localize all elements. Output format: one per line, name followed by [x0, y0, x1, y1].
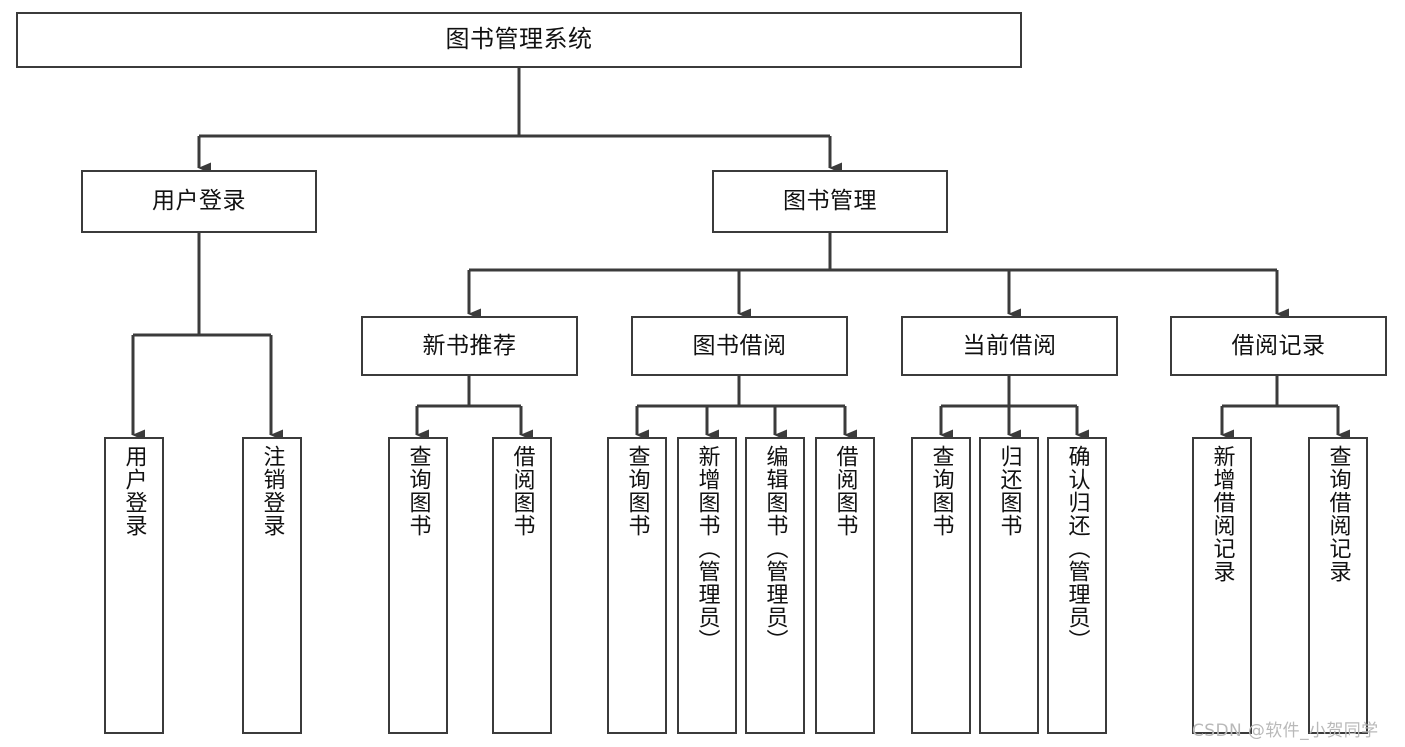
node-label: 新书推荐	[422, 332, 517, 359]
leaf-add-book[interactable]: 新增图书（管理员）	[677, 437, 737, 734]
leaf-return-book[interactable]: 归还图书	[979, 437, 1039, 734]
node-label: 新增借阅记录	[1209, 445, 1235, 583]
leaf-confirm-return[interactable]: 确认归还（管理员）	[1047, 437, 1107, 734]
node-book-borrow[interactable]: 图书借阅	[631, 316, 848, 376]
leaf-logout-login[interactable]: 注销登录	[242, 437, 302, 734]
node-borrow-record[interactable]: 借阅记录	[1170, 316, 1387, 376]
leaf-add-borrow-record[interactable]: 新增借阅记录	[1192, 437, 1252, 734]
watermark-text: CSDN @软件_小贺同学	[1192, 721, 1379, 741]
leaf-borrow-book-2[interactable]: 借阅图书	[815, 437, 875, 734]
node-label: 用户登录	[152, 188, 246, 215]
node-label: 归还图书	[996, 445, 1022, 537]
node-label: 查询图书	[624, 445, 650, 537]
node-book-management[interactable]: 图书管理	[712, 170, 948, 233]
leaf-query-book-1[interactable]: 查询图书	[388, 437, 448, 734]
node-label: 查询图书	[928, 445, 954, 537]
node-label: 确认归还（管理员）	[1064, 445, 1090, 652]
node-label: 查询图书	[405, 445, 431, 537]
node-label: 查询借阅记录	[1325, 445, 1351, 583]
node-label: 新增图书（管理员）	[694, 445, 720, 652]
leaf-edit-book[interactable]: 编辑图书（管理员）	[745, 437, 805, 734]
node-current-borrow[interactable]: 当前借阅	[901, 316, 1118, 376]
node-label: 借阅图书	[832, 445, 858, 537]
node-label: 借阅记录	[1231, 332, 1326, 359]
node-user-login[interactable]: 用户登录	[81, 170, 317, 233]
node-label: 用户登录	[121, 445, 147, 537]
leaf-query-book-2[interactable]: 查询图书	[607, 437, 667, 734]
node-label: 图书借阅	[692, 332, 787, 359]
node-root-book-management-system[interactable]: 图书管理系统	[16, 12, 1022, 68]
node-new-book-recommend[interactable]: 新书推荐	[361, 316, 578, 376]
node-label: 图书管理	[783, 188, 877, 215]
node-label: 注销登录	[259, 445, 285, 537]
leaf-query-book-3[interactable]: 查询图书	[911, 437, 971, 734]
leaf-query-borrow-record[interactable]: 查询借阅记录	[1308, 437, 1368, 734]
node-label: 当前借阅	[962, 332, 1057, 359]
leaf-borrow-book-1[interactable]: 借阅图书	[492, 437, 552, 734]
node-label: 图书管理系统	[445, 25, 593, 54]
node-label: 借阅图书	[509, 445, 535, 537]
node-label: 编辑图书（管理员）	[762, 445, 788, 652]
leaf-user-login[interactable]: 用户登录	[104, 437, 164, 734]
